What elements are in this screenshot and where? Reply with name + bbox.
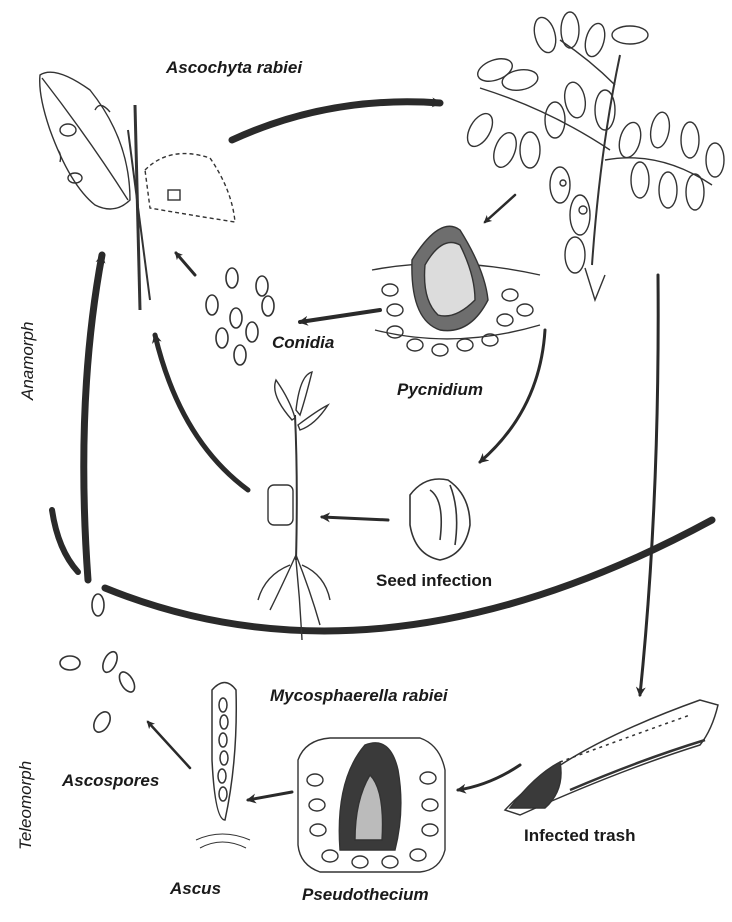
infected-foliage-illustration [462,12,724,300]
arrow-ascus-to-ascospores [148,722,190,768]
arrow-ascospores-to-leaf [84,255,102,580]
left-arc [52,510,78,572]
ascospores-cluster [60,594,138,735]
ascus-illustration [196,683,250,849]
label-pycnidium: Pycnidium [397,380,483,400]
infected-leaf-illustration [40,72,235,310]
arrow-foliage-to-pycnidium [485,195,515,222]
pseudothecium-illustration [298,738,445,872]
seedling-illustration [258,372,330,640]
label-ascochyta-rabiei: Ascochyta rabiei [166,58,302,78]
arrow-to-foliage [232,102,440,140]
arrow-trash-to-pseudothecium [458,765,520,790]
arrow-pseudothecium-to-ascus [248,792,292,800]
infected-trash-illustration [505,700,718,815]
pycnidium-illustration [372,226,540,356]
infected-seed-illustration [410,479,470,560]
label-seed-infection: Seed infection [376,571,492,591]
label-infected-trash: Infected trash [524,826,635,846]
arrow-pycnidium-to-seed [480,330,545,462]
label-pseudothecium: Pseudothecium [302,885,429,905]
arrow-to-infected-trash [640,275,658,695]
label-conidia: Conidia [272,333,334,353]
arrow-seed-to-seedling [322,517,388,520]
arrow-pycnidium-to-conidia [300,310,380,322]
label-ascospores: Ascospores [62,771,159,791]
label-anamorph: Anamorph [18,322,38,400]
label-ascus: Ascus [170,879,221,899]
label-mycosphaerella-rabiei: Mycosphaerella rabiei [270,686,448,706]
conidia-cluster [206,268,274,365]
label-teleomorph: Teleomorph [16,761,36,850]
arrow-conidia-to-leaf [176,253,195,275]
